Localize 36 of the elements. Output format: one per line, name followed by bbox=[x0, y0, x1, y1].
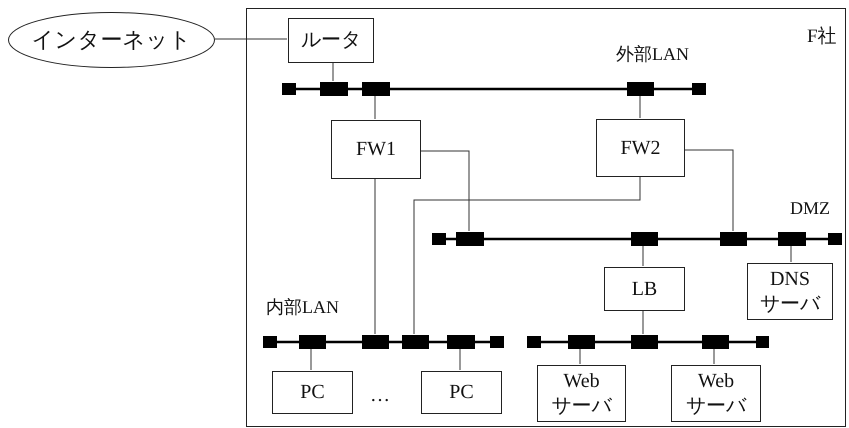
connector-line bbox=[642, 310, 644, 334]
connector-line bbox=[790, 244, 792, 262]
device-box bbox=[537, 365, 626, 422]
device-box bbox=[604, 267, 685, 311]
connector-line bbox=[684, 150, 734, 232]
connector-line bbox=[420, 150, 470, 232]
device-label: LB bbox=[632, 276, 658, 302]
device-label: PC bbox=[300, 380, 325, 405]
network-label: インターネット bbox=[32, 26, 192, 54]
connector-line bbox=[374, 94, 376, 120]
connector-line bbox=[642, 244, 644, 266]
device-box bbox=[747, 263, 833, 320]
device-box bbox=[671, 365, 761, 422]
device-label: Web サーバ bbox=[550, 368, 613, 418]
device-label: FW2 bbox=[620, 136, 660, 160]
network-label: DMZ bbox=[790, 198, 830, 219]
device-box bbox=[596, 119, 685, 177]
device-label: Web サーバ bbox=[685, 368, 748, 418]
connector-line bbox=[310, 348, 312, 370]
company-label: F社 bbox=[807, 25, 837, 49]
network-label: 外部LAN bbox=[616, 43, 689, 66]
device-label: DNS サーバ bbox=[759, 266, 822, 316]
device-label: FW1 bbox=[356, 137, 396, 162]
device-box bbox=[331, 120, 421, 179]
company-frame bbox=[246, 8, 846, 427]
connector-line bbox=[414, 176, 640, 334]
device-label: ルータ bbox=[301, 28, 361, 53]
device-box bbox=[288, 18, 374, 63]
device-box bbox=[421, 371, 502, 414]
ellipsis-label: … bbox=[370, 384, 390, 407]
connector-line bbox=[214, 38, 288, 40]
device-box bbox=[272, 371, 353, 414]
network-label: 内部LAN bbox=[266, 296, 339, 319]
device-label: PC bbox=[449, 380, 474, 405]
connector-line bbox=[374, 178, 376, 334]
connector-line bbox=[332, 62, 334, 82]
